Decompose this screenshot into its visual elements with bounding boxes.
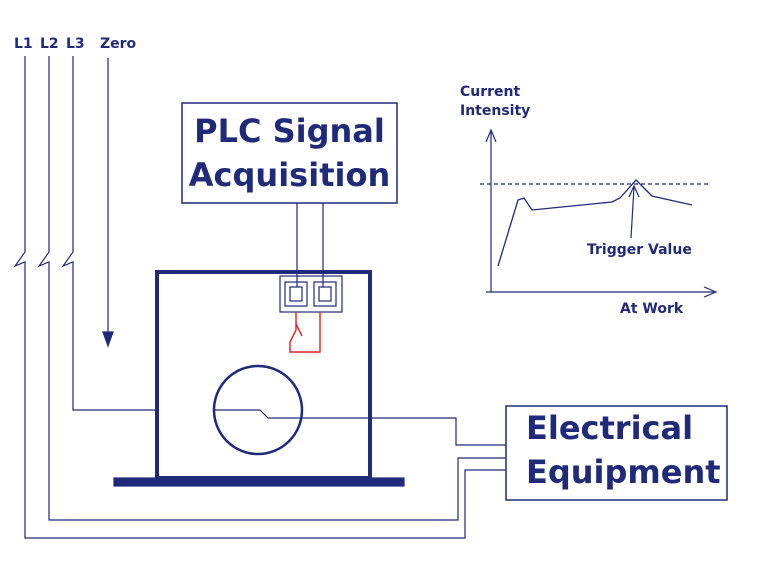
label-l3: L3 — [66, 36, 85, 52]
terminal-left — [284, 281, 308, 307]
graph-y-label-line1: Current — [460, 84, 521, 100]
label-zero: Zero — [100, 36, 137, 52]
plc-title-line1: PLC Signal — [194, 112, 385, 150]
equipment-box — [505, 405, 728, 501]
current-curve — [497, 179, 693, 267]
graph-x-label: At Work — [620, 301, 684, 317]
label-l2: L2 — [40, 36, 59, 52]
label-l1: L1 — [14, 36, 33, 52]
plc-box — [181, 102, 398, 204]
plc-title-line2: Acquisition — [189, 156, 390, 194]
graph-x-arrow-icon — [703, 286, 718, 298]
terminal-block — [279, 275, 343, 313]
secondary-loop-wire — [289, 312, 321, 353]
transformer-base — [113, 477, 405, 487]
secondary-switch — [295, 323, 303, 337]
core-wire — [214, 409, 506, 446]
trigger-value-label: Trigger Value — [587, 242, 692, 258]
l1-wire — [13, 56, 506, 539]
terminal-left-screw — [289, 286, 303, 302]
equipment-title-line2: Equipment — [526, 453, 721, 491]
trigger-arrow-icon — [628, 184, 640, 198]
l2-wire — [37, 56, 506, 521]
equipment-title-line1: Electrical — [526, 409, 693, 447]
graph-y-label-line2: Intensity — [460, 103, 530, 119]
current-transformer — [155, 270, 372, 480]
trigger-pointer — [630, 186, 635, 239]
terminal-right-screw — [318, 286, 332, 302]
terminal-right — [313, 281, 337, 307]
graph-y-arrow-icon — [485, 128, 497, 143]
zero-arrow-icon — [102, 331, 114, 348]
l3-wire — [61, 56, 158, 411]
